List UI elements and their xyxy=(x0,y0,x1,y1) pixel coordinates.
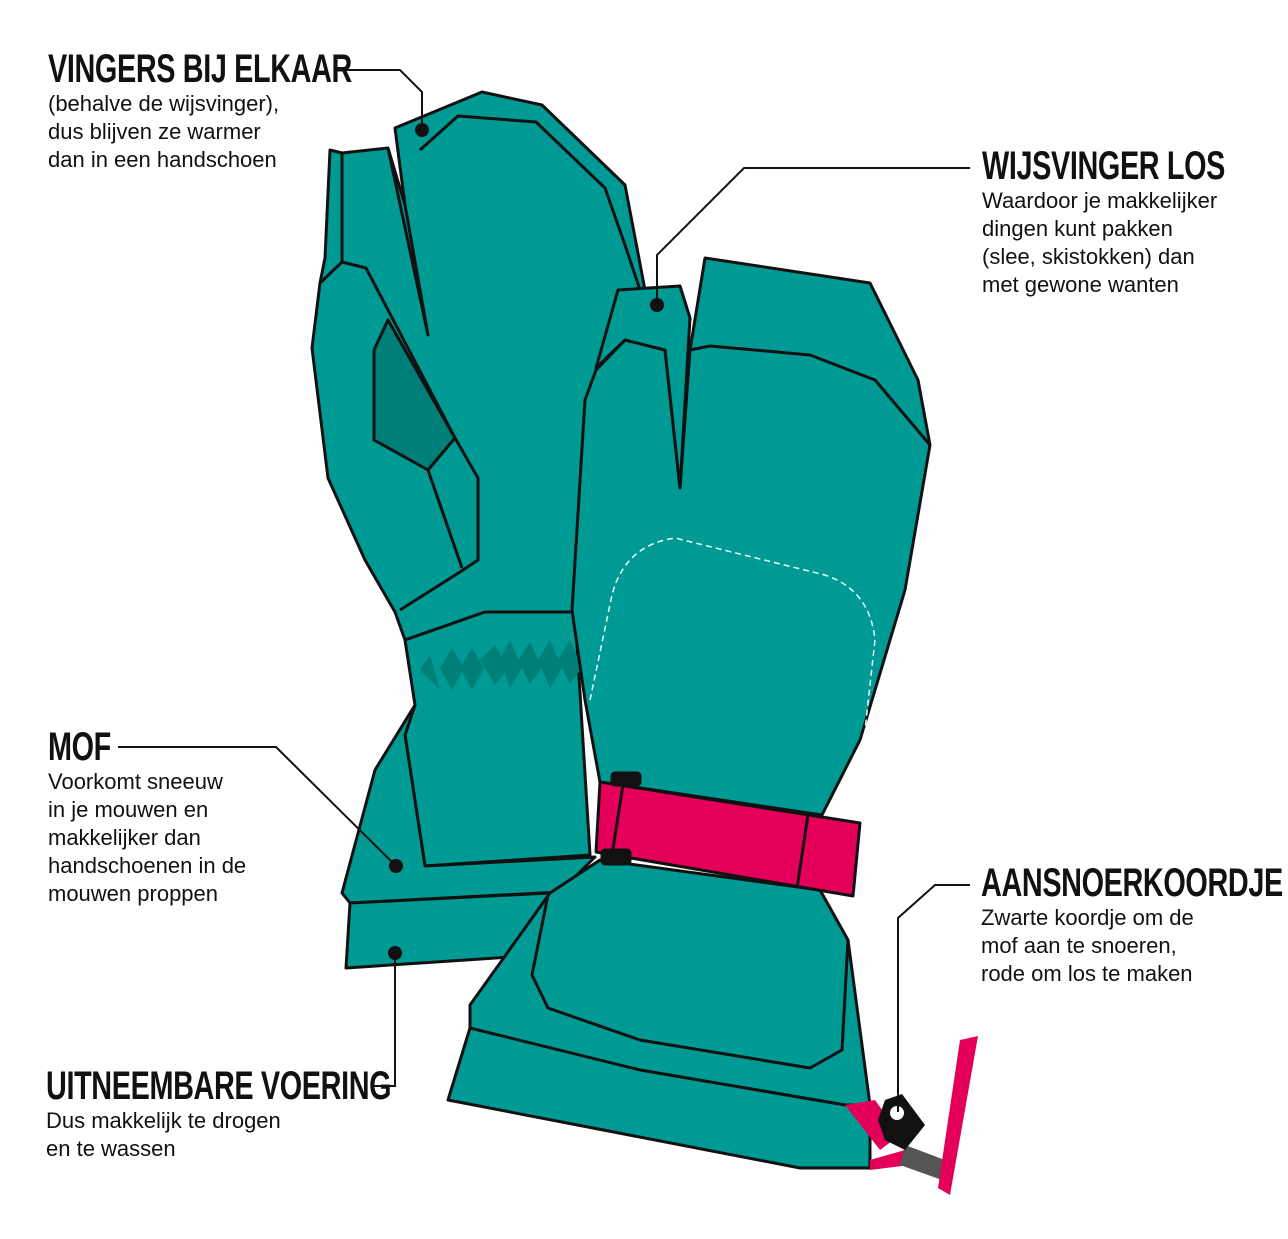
label-title: MOF xyxy=(48,725,111,769)
knit-pattern xyxy=(420,640,582,690)
label-line: dus blijven ze warmer xyxy=(48,119,261,144)
label-cord: AANSNOERKOORDJE Zwarte koordje om de mof… xyxy=(981,862,1288,988)
label-line: met gewone wanten xyxy=(982,272,1179,297)
label-index-finger: WIJSVINGER LOS Waardoor je makkelijker d… xyxy=(982,145,1288,299)
label-line: in je mouwen en xyxy=(48,797,209,822)
drawcord xyxy=(845,1036,978,1195)
label-line: rode om los te maken xyxy=(981,961,1193,986)
label-lining: UITNEEMBARE VOERING Dus makkelijk te dro… xyxy=(46,1065,525,1163)
label-line: Voorkomt sneeuw xyxy=(48,769,223,794)
label-line: mouwen proppen xyxy=(48,881,219,906)
label-line: mof aan te snoeren, xyxy=(981,933,1177,958)
index-finger xyxy=(594,284,692,490)
label-mof: MOF Voorkomt sneeuw in je mouwen en makk… xyxy=(48,726,246,908)
label-fingers: VINGERS BIJ ELKAAR (behalve de wijsvinge… xyxy=(48,48,470,174)
label-line: makkelijker dan xyxy=(48,825,201,850)
label-title: VINGERS BIJ ELKAAR xyxy=(48,47,352,91)
cord-stopper xyxy=(878,1094,925,1150)
label-title: AANSNOERKOORDJE xyxy=(981,861,1283,905)
label-line: dingen kunt pakken xyxy=(982,216,1173,241)
label-line: (behalve de wijsvinger), xyxy=(48,91,280,116)
label-line: dan in een handschoen xyxy=(48,147,277,172)
label-title: UITNEEMBARE VOERING xyxy=(46,1064,392,1108)
label-line: Waardoor je makkelijker xyxy=(982,188,1218,213)
wrist-strap xyxy=(594,780,862,898)
label-title: WIJSVINGER LOS xyxy=(982,144,1225,188)
label-line: Zwarte koordje om de xyxy=(981,905,1194,930)
label-line: Dus makkelijk te drogen xyxy=(46,1108,281,1133)
palm-patch-stitching xyxy=(589,537,876,731)
label-line: en te wassen xyxy=(46,1136,176,1161)
strap-buckle xyxy=(610,771,642,787)
label-line: (slee, skistokken) dan xyxy=(982,244,1195,269)
label-line: handschoenen in de xyxy=(48,853,247,878)
